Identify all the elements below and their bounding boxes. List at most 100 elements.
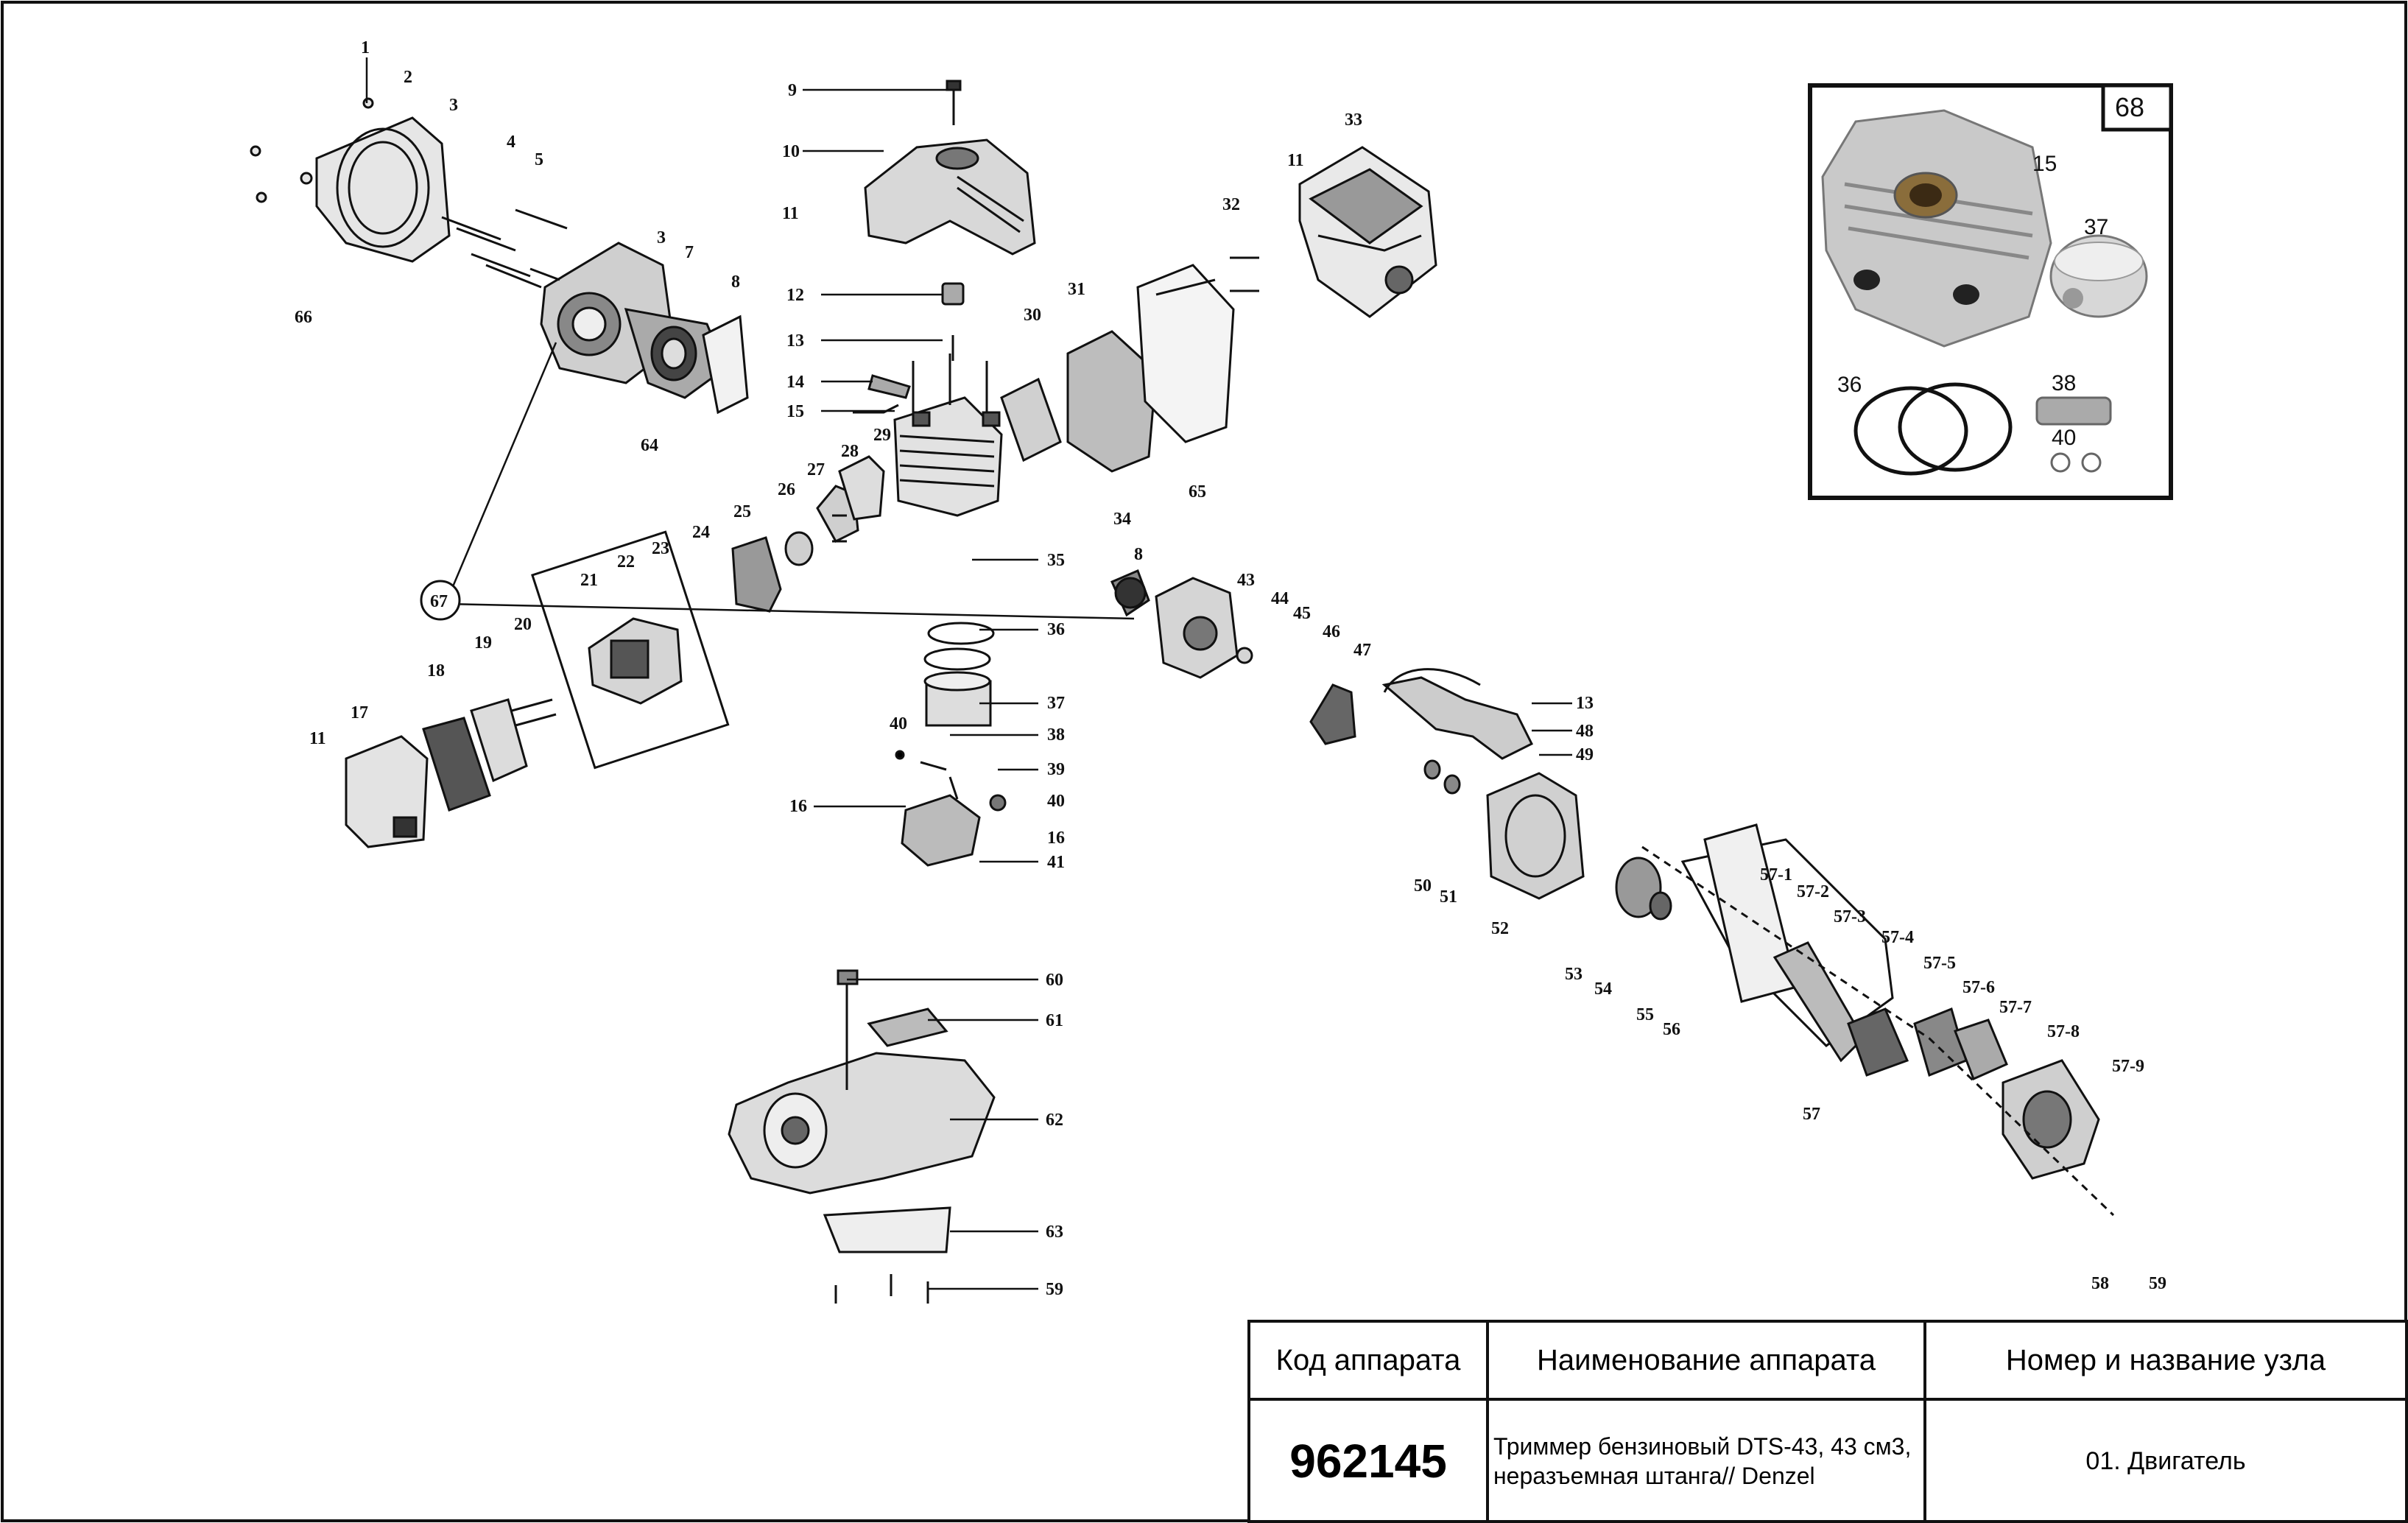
callout: 66 — [295, 308, 312, 327]
insulator — [784, 531, 814, 566]
callout: 8 — [731, 272, 740, 292]
callout: 63 — [1046, 1223, 1063, 1242]
inset-part-label: 15 — [2032, 152, 2057, 176]
callout: 25 — [733, 502, 751, 521]
callout: 8 — [1134, 545, 1143, 564]
callout: 57 — [1803, 1105, 1820, 1124]
callout: 59 — [1046, 1280, 1063, 1299]
callout: 13 — [1576, 694, 1594, 713]
starter-housing-group — [250, 97, 451, 263]
callout-labels: 1 2 3 4 5 3 7 8 66 9 10 11 12 13 14 15 1… — [295, 38, 2166, 1299]
inset-box-label: 68 — [2115, 92, 2144, 122]
callout: 38 — [1047, 725, 1065, 745]
carburetor-group — [731, 455, 885, 613]
callout: 3 — [657, 228, 666, 247]
header-name: Наименование аппарата — [1537, 1343, 1876, 1376]
callout: 48 — [1576, 722, 1594, 741]
inset-part-label: 36 — [1837, 373, 1862, 397]
spark-plug-group — [853, 282, 965, 414]
callout: 41 — [1047, 853, 1065, 872]
callout: 43 — [1237, 571, 1255, 590]
inset-circlip-1 — [2050, 452, 2071, 473]
callout: 60 — [1046, 971, 1063, 990]
fuel-tank-group — [728, 969, 996, 1304]
tank-mount — [823, 1206, 951, 1253]
callout: 1 — [361, 38, 370, 57]
starter-bolts — [441, 208, 568, 289]
callout: 16 — [789, 797, 807, 816]
starter-housing — [315, 116, 451, 263]
callout: 57-7 — [1999, 998, 2032, 1017]
inset-cylinder — [1821, 109, 2052, 348]
callout: 54 — [1594, 979, 1612, 999]
callout: 3 — [449, 96, 458, 115]
callout: 23 — [652, 539, 669, 558]
callout: 67 — [430, 592, 448, 611]
carburetor — [731, 536, 782, 613]
callout: 44 — [1271, 589, 1289, 608]
header-code: Код аппарата — [1275, 1343, 1461, 1376]
inset-circlip-2 — [2081, 452, 2102, 473]
callout: 62 — [1046, 1111, 1063, 1130]
callout: 53 — [1565, 965, 1583, 984]
muffler-group — [1000, 256, 1259, 473]
node-name: 01. Двигатель — [2085, 1446, 2246, 1475]
callout: 35 — [1047, 551, 1065, 570]
air-filter-element — [422, 717, 491, 812]
inset-ring-1 — [1853, 386, 1968, 476]
callout: 57-2 — [1797, 882, 1829, 901]
callout: 65 — [1189, 482, 1206, 502]
callout: 59 — [2149, 1274, 2166, 1293]
callout: 33 — [1345, 110, 1362, 130]
inset-ring-2 — [1898, 382, 2013, 472]
muffler-gasket — [1000, 377, 1062, 462]
callout: 10 — [782, 142, 800, 161]
title-block: Код аппарата Наименование аппарата Номер… — [1249, 1321, 2407, 1523]
cylinder-cover — [864, 138, 1036, 256]
callout: 14 — [786, 373, 804, 392]
flywheel-group — [1423, 759, 1672, 921]
callout: 26 — [778, 480, 795, 499]
crankcase-group — [540, 242, 749, 415]
callout: 21 — [580, 571, 598, 590]
air-filter-parts — [345, 698, 557, 848]
callout: 57-8 — [2047, 1022, 2080, 1041]
inset-label-box — [2101, 83, 2173, 132]
callout: 12 — [786, 286, 804, 305]
callout: 58 — [2091, 1274, 2109, 1293]
leader-lines — [365, 57, 1572, 1290]
callout: 24 — [692, 523, 710, 542]
callout: 9 — [788, 81, 797, 100]
device-code: 962145 — [1289, 1435, 1447, 1488]
piston-crank-group — [895, 622, 1007, 867]
callout: 18 — [427, 661, 445, 680]
callout: 57-5 — [1923, 954, 1956, 973]
callout: 47 — [1353, 641, 1371, 660]
callout: 57-9 — [2112, 1057, 2144, 1076]
inset-pin — [2035, 396, 2112, 426]
callout: 2 — [404, 68, 412, 87]
air-filter-plate — [470, 698, 528, 783]
callout: 57-6 — [1962, 978, 1995, 997]
callout: 39 — [1047, 760, 1065, 779]
callout: 15 — [786, 402, 804, 421]
callout: 17 — [351, 703, 368, 722]
callout: 61 — [1046, 1011, 1063, 1030]
callout: 16 — [1047, 829, 1065, 848]
callout: 30 — [1024, 306, 1041, 325]
callout: 13 — [786, 331, 804, 351]
cylinder-cover-group — [864, 80, 1036, 256]
callout: 32 — [1222, 195, 1240, 214]
callout: 45 — [1293, 604, 1311, 623]
callout: 50 — [1414, 876, 1432, 896]
callout: 11 — [309, 729, 326, 748]
inset-piston-kit — [1808, 83, 2173, 500]
cylinder-group — [893, 354, 1003, 517]
callout: 57-3 — [1834, 907, 1866, 926]
callout: 51 — [1440, 887, 1457, 907]
callout: 49 — [1576, 745, 1594, 764]
callout: 11 — [782, 204, 799, 223]
callout: 31 — [1068, 280, 1085, 299]
